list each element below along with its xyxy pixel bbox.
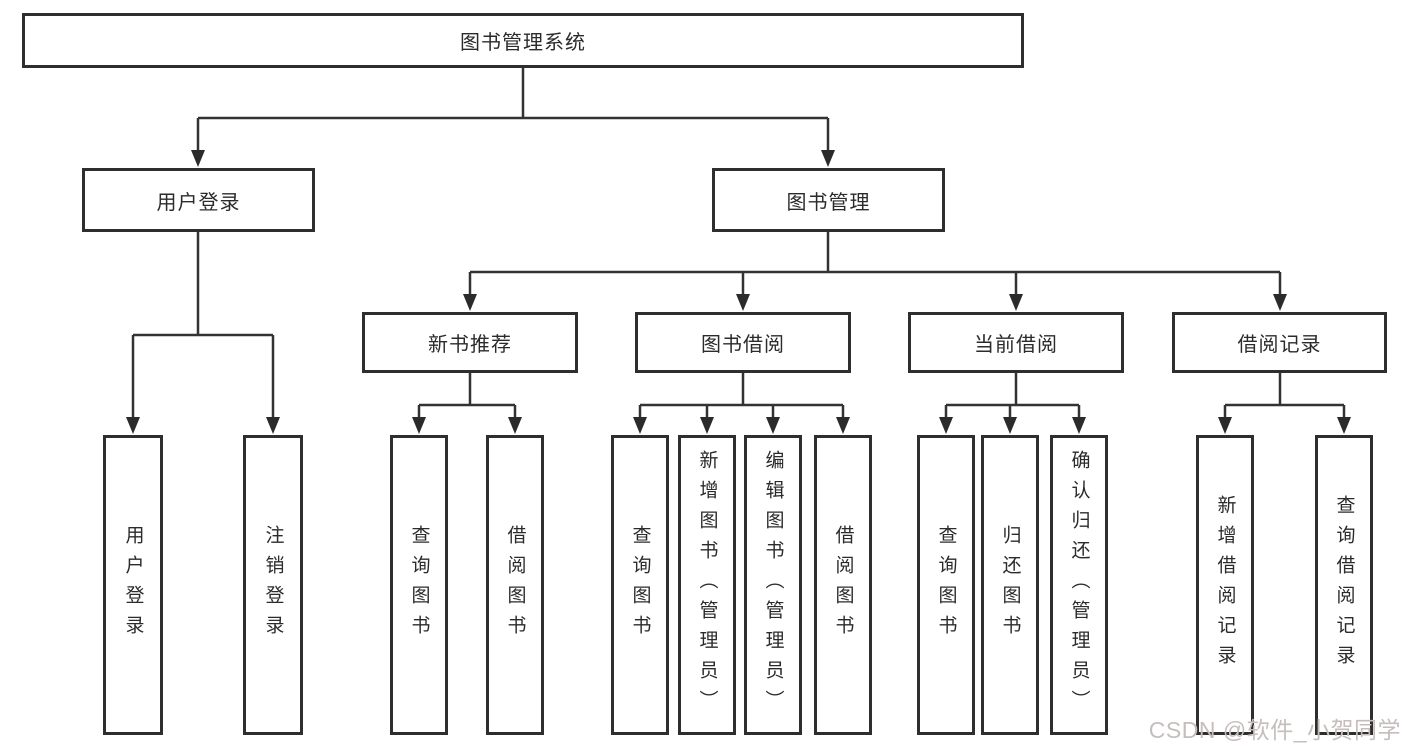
node-book-management-label: 图书管理 (786, 191, 871, 214)
node-book-borrow: 图书借阅 (635, 312, 851, 373)
leaf-add-book-admin-label: 新增图书（管理员） (696, 450, 718, 720)
leaf-user-login-label: 用户登录 (122, 525, 144, 645)
leaf-current-query: 查询图书 (917, 435, 975, 735)
arrow-icon (463, 294, 477, 311)
arrow-icon (633, 417, 647, 434)
leaf-query-borrow-record: 查询借阅记录 (1315, 435, 1373, 735)
arrow-icon (766, 417, 780, 434)
watermark: CSDN @软件_小贺同学 (1148, 717, 1401, 743)
arrow-icon (266, 417, 280, 434)
node-current-borrow-label: 当前借阅 (974, 334, 1058, 356)
connector-root-to-level1 (196, 68, 830, 152)
node-root-label: 图书管理系统 (460, 32, 586, 54)
node-borrow-record-label: 借阅记录 (1237, 334, 1322, 356)
arrow-icon (1003, 417, 1017, 434)
leaf-add-book-admin: 新增图书（管理员） (678, 435, 736, 735)
connector-borrow-to-leaves (638, 373, 845, 419)
arrow-icon (700, 417, 714, 434)
arrow-icon (126, 417, 140, 434)
arrow-icon (508, 417, 522, 434)
node-root: 图书管理系统 (22, 13, 1024, 68)
leaf-newbook-borrow: 借阅图书 (486, 435, 544, 735)
connector-current-to-leaves (944, 373, 1081, 419)
leaf-return-book-label: 归还图书 (999, 525, 1021, 645)
arrow-icon (736, 294, 750, 311)
leaf-newbook-query-label: 查询图书 (408, 525, 430, 645)
arrow-icon (1337, 417, 1351, 434)
leaf-return-book: 归还图书 (981, 435, 1039, 735)
leaf-logout: 注销登录 (243, 435, 303, 735)
leaf-query-borrow-record-label: 查询借阅记录 (1333, 495, 1355, 675)
leaf-logout-label: 注销登录 (262, 525, 284, 645)
arrow-icon (1009, 294, 1023, 311)
node-borrow-record: 借阅记录 (1172, 312, 1387, 373)
node-user-login: 用户登录 (82, 168, 315, 232)
node-new-book-recommend-label: 新书推荐 (428, 334, 512, 356)
arrow-icon (1273, 294, 1287, 311)
leaf-newbook-query: 查询图书 (390, 435, 448, 735)
leaf-add-borrow-record-label: 新增借阅记录 (1214, 495, 1236, 675)
connector-login-to-leaves (131, 232, 275, 419)
leaf-borrow-query-label: 查询图书 (629, 525, 651, 645)
leaf-newbook-borrow-label: 借阅图书 (504, 525, 526, 645)
node-user-login-label: 用户登录 (156, 191, 241, 214)
connector-mgmt-to-level2 (468, 232, 1282, 296)
leaf-add-borrow-record: 新增借阅记录 (1196, 435, 1254, 735)
connector-record-to-leaves (1223, 373, 1346, 419)
arrow-icon (821, 150, 835, 167)
arrow-icon (1218, 417, 1232, 434)
arrow-icon (191, 150, 205, 167)
node-new-book-recommend: 新书推荐 (362, 312, 578, 373)
connector-newbook-to-leaves (417, 373, 517, 419)
arrow-icon (836, 417, 850, 434)
leaf-user-login: 用户登录 (103, 435, 163, 735)
node-current-borrow: 当前借阅 (908, 312, 1124, 373)
leaf-confirm-return-admin: 确认归还（管理员） (1050, 435, 1108, 735)
node-book-management: 图书管理 (712, 168, 945, 232)
arrow-icon (1072, 417, 1086, 434)
leaf-confirm-return-admin-label: 确认归还（管理员） (1068, 450, 1090, 720)
leaf-edit-book-admin: 编辑图书（管理员） (744, 435, 802, 735)
arrow-icon (939, 417, 953, 434)
leaf-edit-book-admin-label: 编辑图书（管理员） (762, 450, 784, 720)
node-book-borrow-label: 图书借阅 (701, 334, 785, 356)
leaf-borrow-book-label: 借阅图书 (832, 525, 854, 645)
leaf-borrow-query: 查询图书 (611, 435, 669, 735)
arrow-icon (412, 417, 426, 434)
leaf-current-query-label: 查询图书 (935, 525, 957, 645)
leaf-borrow-book: 借阅图书 (814, 435, 872, 735)
